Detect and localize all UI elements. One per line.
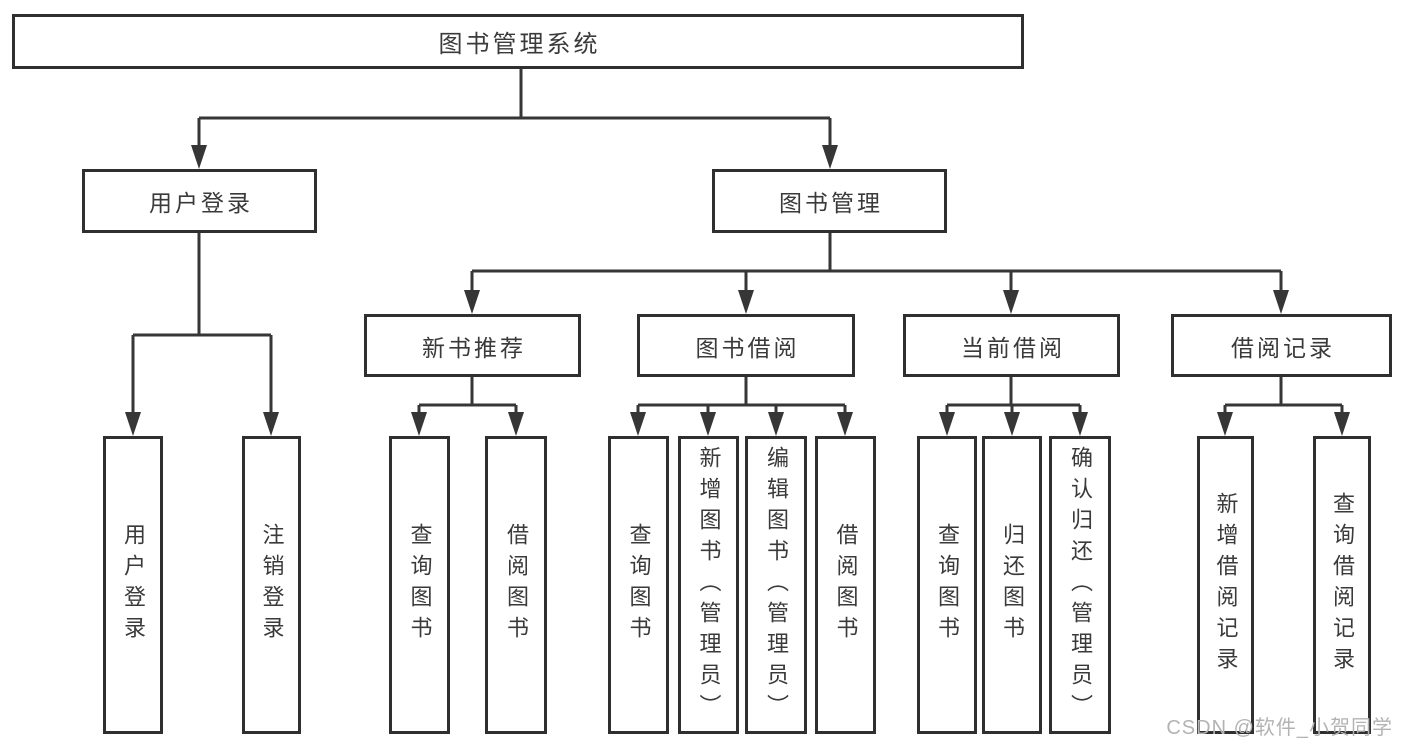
leaf-query-borrow-record: 查询借阅记录 xyxy=(1313,436,1371,734)
leaf-user-login-label: 用户登录 xyxy=(121,523,146,647)
leaf-borrow-books-recommend-label: 借阅图书 xyxy=(504,523,529,647)
leaf-query-books-borrow: 查询图书 xyxy=(608,436,669,734)
connector-borrow-record-to-leaves xyxy=(1217,377,1350,436)
node-book-borrow-label: 图书借阅 xyxy=(695,334,800,361)
leaf-borrow-books-recommend: 借阅图书 xyxy=(485,436,547,734)
node-current-borrow-label: 当前借阅 xyxy=(961,334,1065,361)
csdn-watermark: CSDN @软件_小贺同学 xyxy=(1166,717,1393,739)
node-new-book-recommend: 新书推荐 xyxy=(364,314,581,377)
leaf-logout-login: 注销登录 xyxy=(242,436,301,734)
leaf-edit-book-admin-label: 编辑图书（管理员） xyxy=(764,445,789,725)
node-borrow-record: 借阅记录 xyxy=(1171,314,1392,377)
connector-current-borrow-to-leaves xyxy=(939,377,1088,436)
connector-new-book-to-leaves xyxy=(411,377,524,436)
leaf-confirm-return-admin: 确认归还（管理员） xyxy=(1049,436,1111,734)
leaf-query-books-recommend: 查询图书 xyxy=(389,436,450,734)
node-book-management: 图书管理 xyxy=(712,169,947,233)
leaf-query-books-borrow-label: 查询图书 xyxy=(626,523,652,647)
leaf-add-borrow-record-label: 新增借阅记录 xyxy=(1213,492,1239,678)
leaf-borrow-books-borrow-label: 借阅图书 xyxy=(833,523,859,647)
leaf-add-borrow-record: 新增借阅记录 xyxy=(1197,436,1254,734)
leaf-return-book: 归还图书 xyxy=(982,436,1042,734)
node-user-login: 用户登录 xyxy=(82,169,317,233)
node-book-borrow: 图书借阅 xyxy=(637,314,855,377)
connector-root-to-level2 xyxy=(191,69,838,169)
connector-user-login-to-leaves xyxy=(125,233,279,436)
leaf-query-books-current-label: 查询图书 xyxy=(935,523,960,647)
leaf-confirm-return-admin-label: 确认归还（管理员） xyxy=(1068,445,1093,725)
leaf-return-book-label: 归还图书 xyxy=(1000,523,1025,647)
node-book-management-label: 图书管理 xyxy=(779,190,883,216)
leaf-edit-book-admin: 编辑图书（管理员） xyxy=(745,436,807,734)
node-new-book-recommend-label: 新书推荐 xyxy=(422,334,526,361)
node-current-borrow: 当前借阅 xyxy=(903,314,1120,377)
connector-book-borrow-to-leaves xyxy=(630,377,853,436)
leaf-user-login: 用户登录 xyxy=(103,436,163,734)
leaf-query-borrow-record-label: 查询借阅记录 xyxy=(1330,492,1355,678)
node-borrow-record-label: 借阅记录 xyxy=(1231,334,1335,361)
node-root-system: 图书管理系统 xyxy=(12,14,1024,69)
connector-book-mgmt-to-level3 xyxy=(464,233,1289,314)
leaf-add-book-admin-label: 新增图书（管理员） xyxy=(696,445,722,725)
node-root-label: 图书管理系统 xyxy=(438,31,601,58)
leaf-query-books-recommend-label: 查询图书 xyxy=(407,523,433,647)
node-user-login-label: 用户登录 xyxy=(149,190,253,216)
leaf-query-books-current: 查询图书 xyxy=(917,436,977,734)
leaf-logout-login-label: 注销登录 xyxy=(259,523,285,647)
leaf-add-book-admin: 新增图书（管理员） xyxy=(678,436,739,734)
leaf-borrow-books-borrow: 借阅图书 xyxy=(815,436,876,734)
